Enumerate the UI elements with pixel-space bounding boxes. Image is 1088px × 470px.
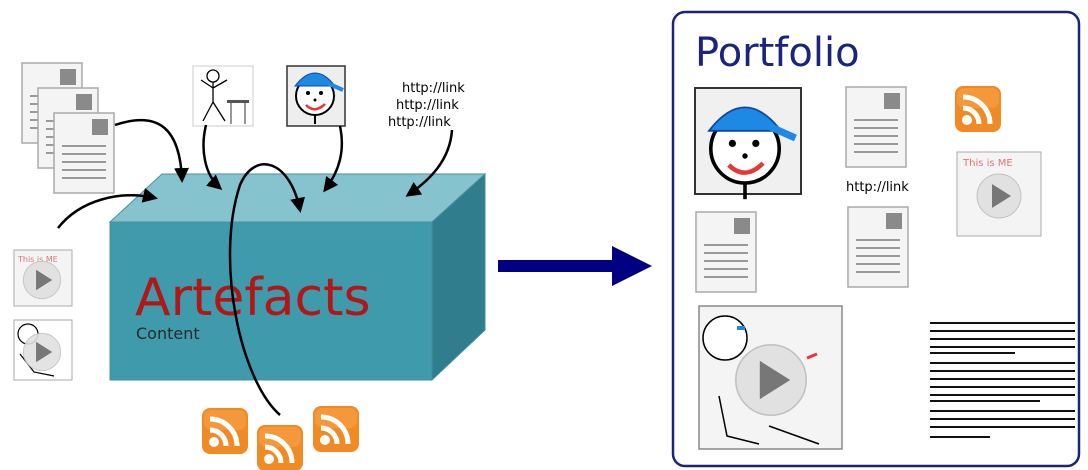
input-arrows xyxy=(57,118,454,416)
portfolio-title: Portfolio xyxy=(695,30,860,76)
video-thumbnail: This is ME xyxy=(13,249,73,307)
video-thumbnail: This is ME xyxy=(956,151,1042,237)
video-thumbnail xyxy=(13,319,73,381)
rss-icon xyxy=(955,86,1001,132)
video-player[interactable] xyxy=(698,305,843,450)
document-icon xyxy=(847,206,909,288)
rss-icon xyxy=(202,406,359,470)
link-text: http://link xyxy=(388,115,451,130)
video-caption: This is ME xyxy=(962,158,1013,169)
artefacts-title: Artefacts xyxy=(135,268,371,328)
text-block xyxy=(930,322,1075,438)
artefacts-box: Artefacts Content xyxy=(108,172,487,382)
link-text: http://link xyxy=(402,81,465,96)
avatar-face-icon xyxy=(694,87,802,199)
content-label: Content xyxy=(136,324,200,343)
link-text: http://link xyxy=(396,98,459,113)
document-icon xyxy=(695,211,757,293)
transform-arrow xyxy=(498,246,652,286)
document-icon xyxy=(845,86,907,168)
stick-figure-desk-icon xyxy=(192,65,254,127)
avatar-face-icon xyxy=(286,65,346,127)
portfolio-panel: Portfolio http://link This is ME xyxy=(671,10,1081,468)
portfolio-link: http://link xyxy=(846,180,909,195)
video-caption: This is ME xyxy=(17,255,58,264)
document-icon xyxy=(21,62,115,194)
